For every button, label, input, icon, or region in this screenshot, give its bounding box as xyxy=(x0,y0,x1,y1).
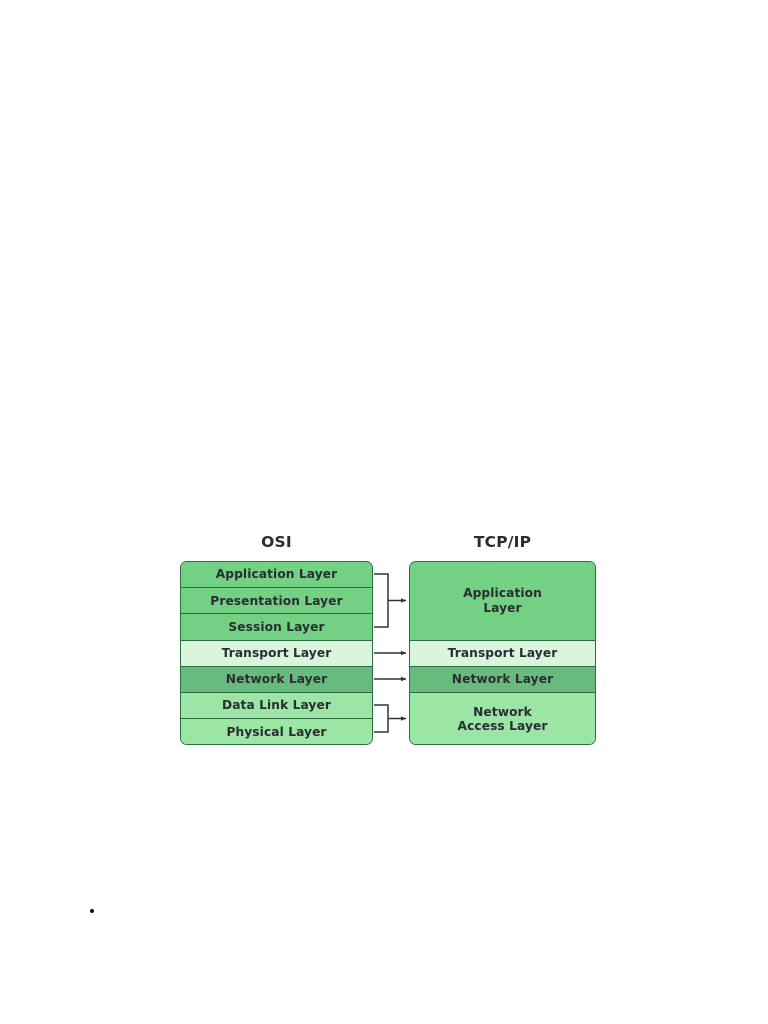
tcpip-column-heading: TCP/IP xyxy=(473,533,532,551)
osi-layer-session[interactable]: Session Layer xyxy=(181,614,372,641)
list-bullet-marker xyxy=(90,909,94,913)
osi-layer-physical[interactable]: Physical Layer xyxy=(181,719,372,744)
osi-layer-transport[interactable]: Transport Layer xyxy=(181,640,372,667)
osi-layer-application[interactable]: Application Layer xyxy=(181,562,372,589)
osi-column-heading: OSI xyxy=(261,533,292,551)
tcpip-layer-application[interactable]: Application Layer xyxy=(410,562,595,641)
tcpip-layer-network-access[interactable]: Network Access Layer xyxy=(410,692,595,744)
mapping-connectors xyxy=(374,573,407,733)
osi-layer-data-link[interactable]: Data Link Layer xyxy=(181,692,372,720)
osi-model-stack: Application Layer Presentation Layer Ses… xyxy=(180,561,373,745)
connector-network-access-bracket xyxy=(374,704,407,733)
tcpip-layer-transport[interactable]: Transport Layer xyxy=(410,640,595,667)
connector-application-bracket xyxy=(374,573,407,628)
tcpip-model-stack: Application Layer Transport Layer Networ… xyxy=(409,561,596,745)
tcpip-layer-network[interactable]: Network Layer xyxy=(410,666,595,693)
osi-layer-presentation[interactable]: Presentation Layer xyxy=(181,588,372,615)
osi-tcpip-comparison-diagram: OSI TCP/IP Application Layer Presentatio… xyxy=(180,533,596,745)
osi-layer-network[interactable]: Network Layer xyxy=(181,666,372,693)
